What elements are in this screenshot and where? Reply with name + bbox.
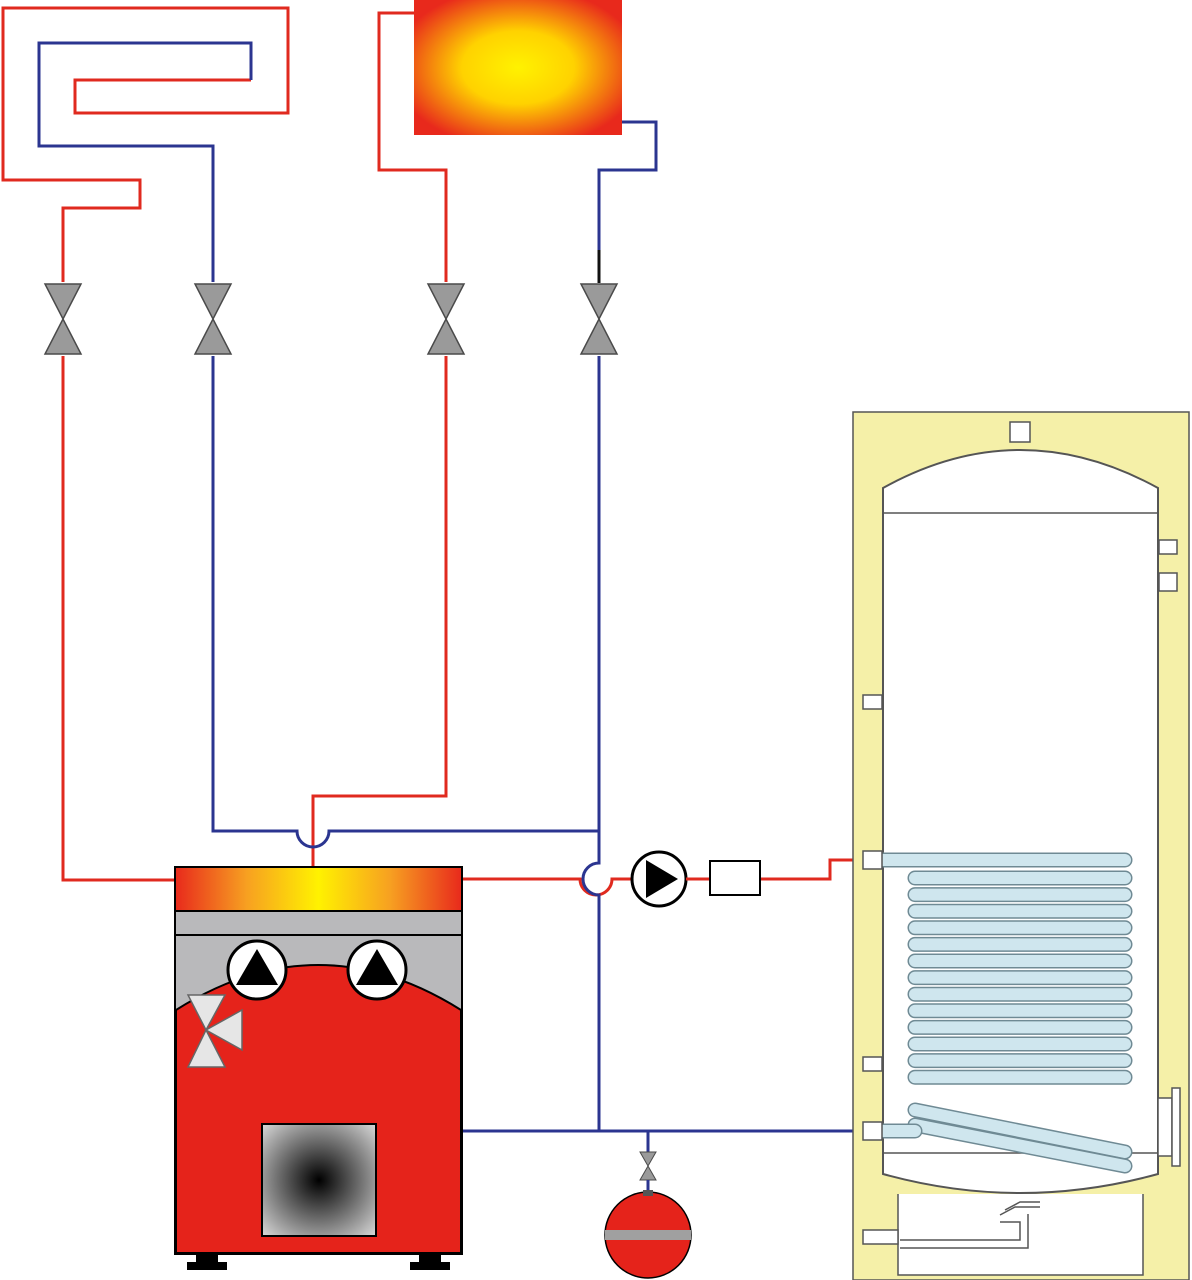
pump-icon[interactable] — [226, 939, 288, 1001]
floor-heating-coil — [1, 6, 290, 282]
boiler-door[interactable] — [261, 1123, 377, 1237]
valve-floor-return[interactable] — [193, 283, 233, 355]
floor-loop-hot-pipe — [1, 6, 290, 282]
tank-coil-feed — [760, 858, 862, 881]
check-valve-box[interactable] — [709, 860, 761, 896]
expansion-valve[interactable] — [639, 1151, 657, 1181]
valve-radiator-return[interactable] — [579, 283, 619, 355]
tank-top-port — [1009, 421, 1031, 443]
radiator-supply-pipe — [377, 11, 448, 282]
tank-flange — [1157, 1097, 1173, 1157]
floor-loop-cold-pipe — [37, 41, 253, 282]
circulation-pump-icon[interactable] — [630, 850, 688, 908]
valve-radiator-supply[interactable] — [426, 283, 466, 355]
expansion-vessel-icon — [604, 1151, 692, 1279]
boiler-top-heat — [174, 866, 463, 912]
coil-inlet-port — [862, 850, 883, 870]
valve-floor-supply[interactable] — [43, 283, 83, 355]
floor-return-riser — [211, 356, 599, 849]
shutoff-valves — [43, 283, 619, 355]
radiator-return-riser — [581, 356, 601, 1131]
radiator-supply-riser — [311, 356, 448, 868]
tank-supply-pipe — [462, 877, 632, 897]
pump-icon[interactable] — [346, 939, 408, 1001]
heat-exchanger-coil — [864, 852, 1133, 1174]
three-way-valve-icon[interactable] — [186, 994, 243, 1068]
boiler-lower-red — [175, 964, 462, 1254]
radiator-return-pipe — [597, 120, 658, 250]
indirect-hot-water-tank — [852, 411, 1190, 1280]
distribution-pipes — [61, 356, 862, 1152]
solid-fuel-boiler — [174, 866, 463, 1270]
coil-outlet-port — [862, 1121, 883, 1141]
floor-supply-riser — [61, 356, 176, 882]
radiator-panel — [377, 0, 658, 283]
